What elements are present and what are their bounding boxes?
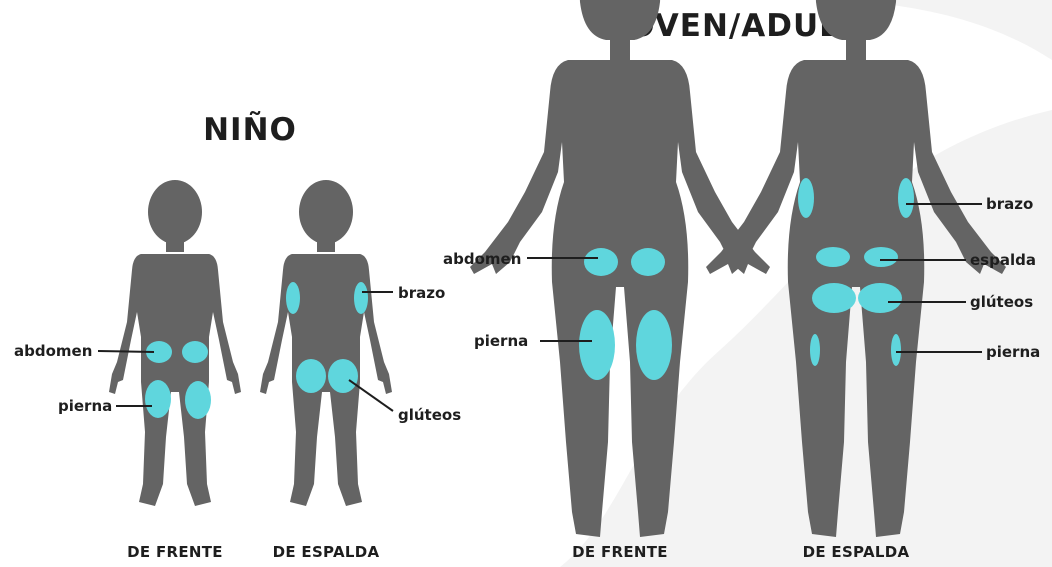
child-leg-label: pierna	[58, 397, 113, 415]
adult-back-arm-site	[898, 178, 914, 218]
adult-back-lower-back-site	[864, 247, 898, 267]
adult-back-arm-site	[798, 178, 814, 218]
child-back-silhouette	[260, 180, 392, 506]
adult-lower-back-label: espalda	[970, 251, 1036, 269]
child-glutes-label: glúteos	[398, 406, 462, 424]
child-back-view-label: DE ESPALDA	[272, 543, 380, 561]
child-back-arm-site	[354, 282, 368, 314]
child-back-glutes-site	[296, 359, 326, 393]
adult-front-silhouette	[470, 0, 770, 537]
child-glutes-leader	[348, 379, 394, 412]
adult-abdomen-label: abdomen	[443, 250, 522, 268]
adult-glutes-label: glúteos	[970, 293, 1034, 311]
child-back-arm-site	[286, 282, 300, 314]
adult-front-leg-site	[579, 310, 615, 380]
child-abdomen-label: abdomen	[14, 342, 93, 360]
adult-arm-label: brazo	[986, 195, 1034, 213]
child-front-leg-site	[185, 381, 211, 419]
adult-front-view-label: DE FRENTE	[572, 543, 668, 561]
child-arm-label: brazo	[398, 284, 446, 302]
adult-front-leg-site	[636, 310, 672, 380]
child-front-leg-site	[145, 380, 171, 418]
adult-leg-back-label: pierna	[986, 343, 1041, 361]
adult-leg-label: pierna	[474, 332, 529, 350]
child-front-view-label: DE FRENTE	[127, 543, 223, 561]
child-title: NIÑO	[203, 112, 297, 148]
child-back-glutes-site	[328, 359, 358, 393]
adult-front-abdomen-site	[631, 248, 665, 276]
child-front-abdomen-site	[182, 341, 208, 363]
adult-back-leg-site	[891, 334, 901, 366]
child-front-silhouette	[109, 180, 241, 506]
adult-back-glutes-site	[812, 283, 856, 313]
adult-front-abdomen-site	[584, 248, 618, 276]
adult-back-silhouette	[706, 0, 1006, 537]
adult-back-lower-back-site	[816, 247, 850, 267]
adult-back-view-label: DE ESPALDA	[802, 543, 910, 561]
adult-back-glutes-site	[858, 283, 902, 313]
child-front-abdomen-site	[146, 341, 172, 363]
adult-back-leg-site	[810, 334, 820, 366]
child-abdomen-leader	[97, 350, 155, 353]
